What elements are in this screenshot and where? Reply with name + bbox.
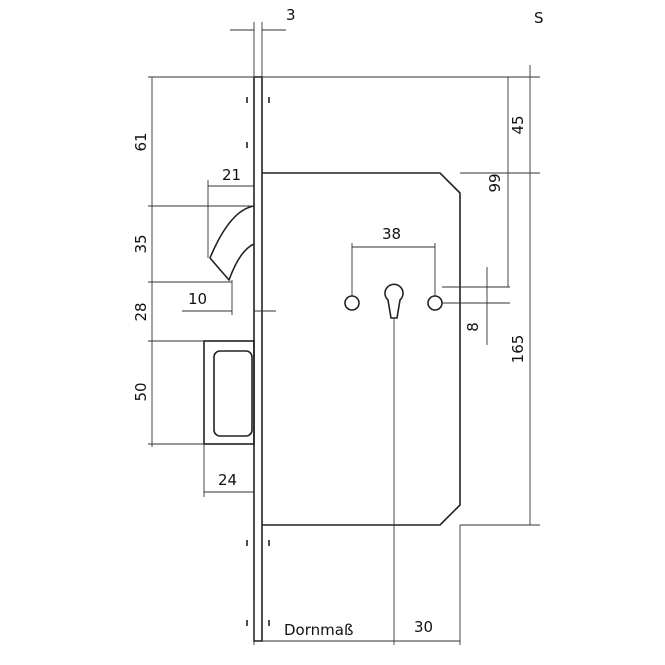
- hook-bolt: [209, 205, 255, 282]
- dim-top-to-keyhole: 99: [486, 173, 504, 192]
- corner-mark: S: [534, 9, 544, 27]
- dim-backset-label: Dornmaß: [284, 621, 353, 639]
- keyhole: [384, 283, 404, 319]
- left-hole: [344, 295, 360, 311]
- dim-case-height: 165: [509, 335, 527, 364]
- dim-hole-spacing: 38: [382, 225, 401, 243]
- dim-gap-to-latch: 28: [132, 302, 150, 321]
- dim-faceplate-thickness: 3: [286, 6, 296, 24]
- lock-case: [262, 172, 461, 526]
- dim-top-to-case: 45: [509, 115, 527, 134]
- dim-top-to-bolt: 61: [132, 132, 150, 151]
- dim-keyhole-to-case-end: 30: [414, 618, 433, 636]
- latch-outer: [203, 340, 255, 445]
- dim-keyhole-offset: 8: [464, 322, 482, 332]
- dim-bolt-height: 35: [132, 234, 150, 253]
- latch-inner: [213, 350, 253, 437]
- dim-bolt-projection: 21: [222, 166, 241, 184]
- dimension-labels: 3 61 21 35 10 28 50 24 38 45 99 8 165 Do…: [132, 6, 527, 639]
- lock-parts: [203, 76, 461, 642]
- dim-bolt-inner: 10: [188, 290, 207, 308]
- dim-latch-projection: 24: [218, 471, 237, 489]
- dim-latch-height: 50: [132, 382, 150, 401]
- right-hole: [427, 295, 443, 311]
- faceplate: [253, 76, 263, 642]
- dimension-lines: [148, 22, 540, 645]
